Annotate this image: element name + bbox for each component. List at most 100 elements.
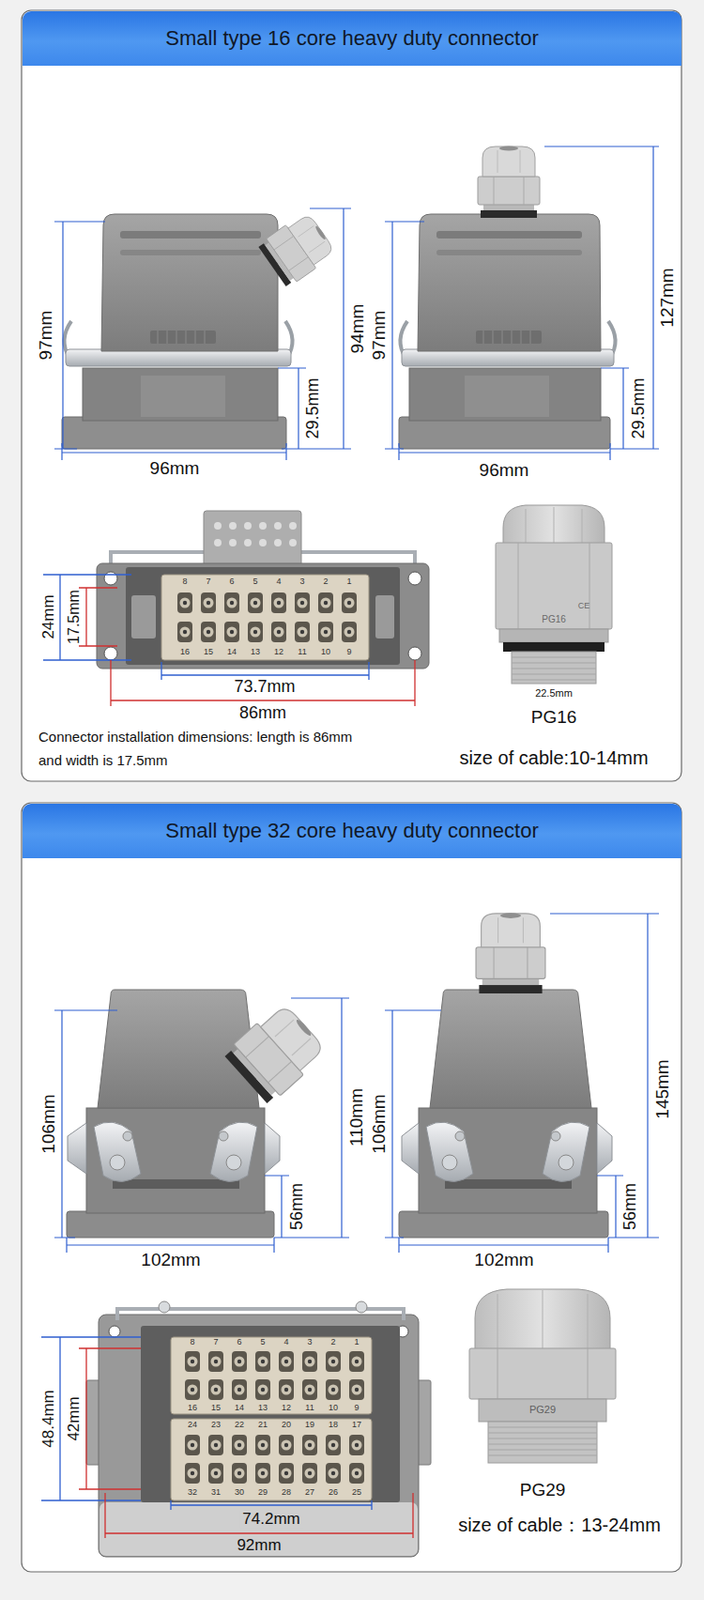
connector-face [131, 595, 156, 639]
hood-front-view [455, 1131, 465, 1141]
pin-number: 12 [281, 1403, 291, 1412]
dimension: 97mm [369, 310, 389, 361]
install-note: Connector installation dimensions: lengt… [38, 724, 377, 772]
hood-side-view [222, 999, 329, 1105]
pin-number: 26 [328, 1487, 338, 1497]
dimension-line [41, 1336, 414, 1538]
connector-face [244, 521, 252, 530]
dimension: 97mm [36, 310, 56, 361]
connector-face [170, 1418, 372, 1500]
dimension: 110mm [347, 1087, 367, 1147]
connector-face [98, 1314, 419, 1557]
gland-name: PG16 [531, 707, 578, 727]
pin-number: 7 [213, 1337, 218, 1347]
connector-face [108, 1325, 121, 1337]
cable-gland [511, 651, 597, 684]
dimension: 48.4mm [40, 1389, 58, 1447]
connector-face [278, 1350, 294, 1372]
connector-face [302, 1434, 318, 1455]
dimension: 106mm [39, 1093, 59, 1153]
cable-gland [488, 1421, 597, 1463]
cable-gland [499, 628, 609, 643]
hood-side-view [218, 1131, 229, 1141]
connector-face [231, 1378, 247, 1400]
dimension-line [43, 574, 415, 706]
connector-face [278, 1378, 294, 1400]
connector-face [229, 538, 237, 547]
connector-face [140, 1325, 400, 1502]
hood-front-view [418, 1107, 597, 1213]
connector-face [125, 566, 400, 665]
connector-face [375, 595, 395, 639]
cable-gland [497, 1347, 588, 1399]
dimension-line [264, 1175, 290, 1238]
connector-face [86, 1300, 431, 1557]
cable-gland [474, 1288, 611, 1352]
hood-side-view [210, 1121, 258, 1181]
connector-face [278, 1462, 294, 1484]
hood-front-view [417, 214, 601, 352]
dimension: 17.5mm [66, 589, 83, 644]
hood-front-view [475, 912, 546, 994]
connector-face [259, 538, 267, 547]
connector-face [255, 1378, 271, 1400]
connector-face [271, 592, 287, 613]
pin-number: 5 [260, 1337, 265, 1347]
hood-front-view [596, 1122, 613, 1174]
hood-side-view [257, 210, 337, 289]
pin-number: 10 [321, 647, 331, 657]
connector-face [271, 621, 287, 643]
pin-number: 19 [305, 1420, 315, 1429]
connector-face [255, 1350, 271, 1372]
connector-face [208, 1462, 224, 1484]
dimension-line [41, 1336, 141, 1500]
hood-front-view [401, 349, 614, 367]
pin-number: 1 [346, 577, 352, 586]
dimension: 127mm [658, 267, 677, 327]
pin-number: 11 [305, 1403, 314, 1412]
pin-number: 3 [299, 577, 305, 586]
hood-side-view [112, 1178, 240, 1189]
dimension: 102mm [140, 1250, 200, 1270]
dimension-line [384, 146, 659, 460]
connector-face [158, 1300, 170, 1313]
hood-front-view [475, 330, 542, 344]
hood-front-view [464, 375, 550, 417]
connector-face [177, 592, 193, 613]
pin-number: 31 [211, 1487, 221, 1497]
connector-face [274, 538, 282, 547]
dimension-line [54, 997, 350, 1253]
cable-gland [495, 505, 613, 684]
connector-face [341, 621, 357, 643]
hood-front-view [442, 1154, 458, 1170]
pin-number: 16 [187, 1403, 198, 1412]
hood-front-view [426, 1121, 474, 1181]
pin-number: 15 [211, 1403, 221, 1412]
hood-side-view [120, 230, 261, 239]
connector-face [325, 1462, 341, 1484]
molded-mark: PG29 [529, 1404, 556, 1416]
connector-face [349, 1350, 365, 1372]
pin-number: 17 [352, 1420, 362, 1429]
connector-face [341, 592, 357, 613]
hood-front-view [542, 1121, 590, 1181]
connector-face [247, 621, 263, 643]
molded-mark: CE [578, 601, 591, 611]
pin-number: 6 [229, 577, 234, 586]
dimension: 24mm [40, 594, 58, 639]
dimension-line [398, 443, 611, 460]
connector-face [318, 592, 334, 613]
connector-face [208, 1434, 224, 1455]
connector-face [224, 592, 240, 613]
hood-side-view [67, 1122, 87, 1174]
connector-face [203, 510, 302, 569]
hood-front-view [558, 1154, 574, 1170]
connector-face [231, 1350, 247, 1372]
connector-face [104, 646, 118, 660]
pin-number: 22 [234, 1420, 245, 1429]
dimension: 29.5mm [304, 377, 322, 439]
pin-number: 5 [252, 577, 258, 586]
cable-gland [497, 1289, 588, 1350]
